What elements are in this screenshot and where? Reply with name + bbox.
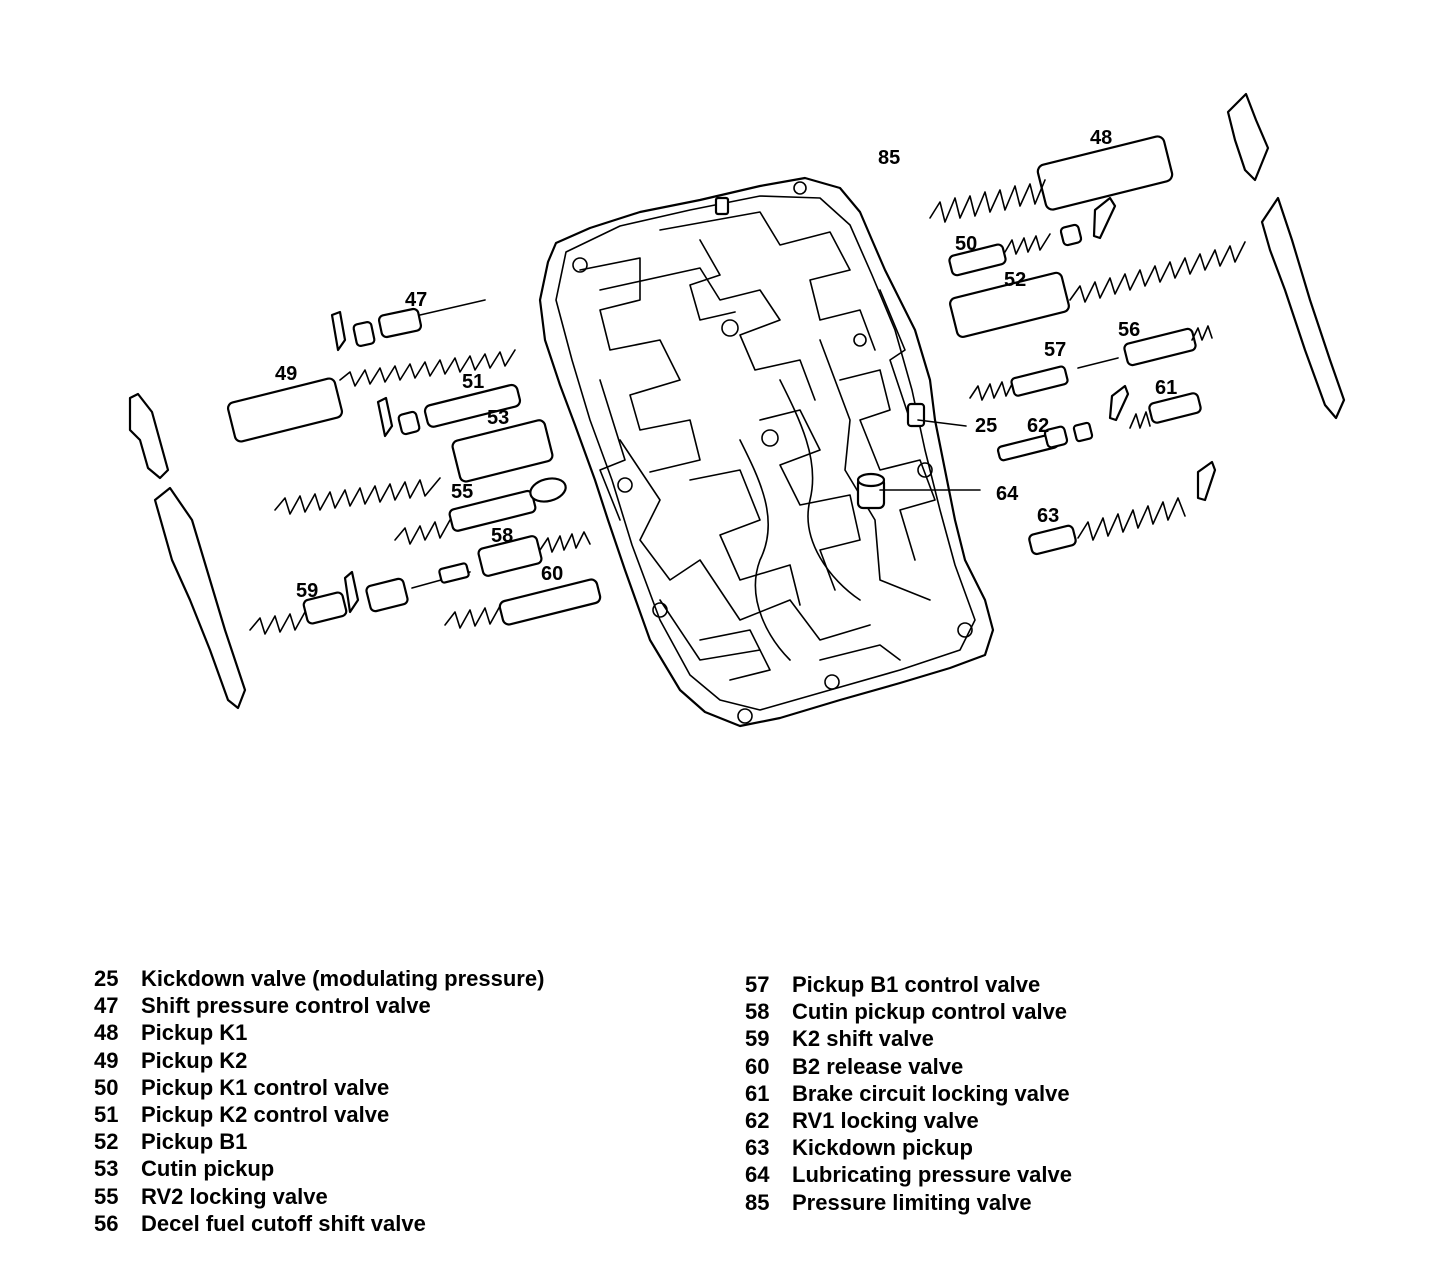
legend-item: 57 Pickup B1 control valve <box>745 971 1072 998</box>
callout-85: 85 <box>878 147 900 169</box>
callout-48: 48 <box>1090 127 1112 149</box>
callout-60: 60 <box>541 563 563 585</box>
legend-item: 51 Pickup K2 control valve <box>94 1101 544 1128</box>
legend-number: 55 <box>94 1183 119 1209</box>
callout-64: 64 <box>996 483 1019 505</box>
legend-text: Lubricating pressure valve <box>792 1162 1072 1188</box>
legend-item: 53 Cutin pickup <box>94 1155 544 1182</box>
legend-text: Pickup B1 control valve <box>792 972 1041 997</box>
legend-number: 53 <box>94 1156 119 1182</box>
legend-number: 63 <box>745 1135 770 1161</box>
legend-item: 56 Decel fuel cutoff shift valve <box>94 1210 544 1237</box>
legend-text: Shift pressure control valve <box>141 993 431 1019</box>
callout-25: 25 <box>975 415 997 437</box>
right-valve-parts <box>929 135 1246 556</box>
legend-number: 25 <box>94 966 119 991</box>
callout-53: 53 <box>487 407 509 429</box>
legend-item: 25 Kickdown valve (modulating pressure) <box>94 965 544 992</box>
valve-body-exploded-diagram: 25 47 48 49 50 51 52 53 55 56 57 58 59 6… <box>128 92 1346 728</box>
valve-body-plate <box>538 176 995 728</box>
legend-number: 57 <box>745 972 770 997</box>
leader-line-25 <box>917 419 967 427</box>
legend-right-column: 57 Pickup B1 control valve 58 Cutin pickup… <box>745 971 1072 1216</box>
callout-57: 57 <box>1044 339 1066 361</box>
legend-text: Pickup K1 <box>141 1020 248 1046</box>
legend-number: 48 <box>94 1020 119 1046</box>
callout-63: 63 <box>1037 505 1059 527</box>
legend-text: Decel fuel cutoff shift valve <box>141 1210 426 1236</box>
legend-text: Cutin pickup control valve <box>792 999 1068 1025</box>
legend-item: 50 Pickup K1 control valve <box>94 1074 544 1101</box>
legend-number: 56 <box>94 1210 119 1236</box>
legend-text: K2 shift valve <box>792 1026 934 1052</box>
legend-text: Pickup K1 control valve <box>141 1074 390 1100</box>
legend-left-column: 25 Kickdown valve (modulating pressure) 4… <box>94 965 544 1237</box>
legend-text: Pickup B1 <box>141 1129 248 1155</box>
callout-62: 62 <box>1027 415 1049 437</box>
legend-text: Cutin pickup <box>141 1156 275 1182</box>
callout-47: 47 <box>405 289 427 311</box>
legend-number: 85 <box>745 1189 770 1215</box>
right-cover-plates <box>1226 92 1346 420</box>
legend-number: 49 <box>94 1047 119 1073</box>
callout-50: 50 <box>955 233 977 255</box>
legend-number: 58 <box>745 999 770 1025</box>
callout-52: 52 <box>1004 269 1026 291</box>
legend-text: Pickup K2 control valve <box>141 1102 390 1128</box>
legend-item: 49 Pickup K2 <box>94 1047 544 1074</box>
legend-item: 63 Kickdown pickup <box>745 1134 1072 1161</box>
left-valve-parts <box>226 299 602 635</box>
legend-number: 50 <box>94 1074 119 1100</box>
legend-text: RV2 locking valve <box>141 1183 328 1209</box>
legend-text: Pickup K2 <box>141 1047 248 1073</box>
legend-number: 60 <box>745 1053 770 1079</box>
callout-labels: 25 47 48 49 50 51 52 53 55 56 57 58 59 6… <box>275 127 1177 602</box>
legend-item: 85 Pressure limiting valve <box>745 1189 1072 1216</box>
legend-number: 52 <box>94 1129 119 1155</box>
legend-text: Kickdown valve (modulating pressure) <box>141 966 545 991</box>
legend-item: 47 Shift pressure control valve <box>94 992 544 1019</box>
legend-text: B2 release valve <box>792 1053 964 1079</box>
callout-58: 58 <box>491 525 513 547</box>
legend-item: 64 Lubricating pressure valve <box>745 1161 1072 1188</box>
legend-number: 61 <box>745 1080 770 1106</box>
callout-56: 56 <box>1118 319 1140 341</box>
callout-61: 61 <box>1155 377 1177 399</box>
callout-51: 51 <box>462 371 484 393</box>
legend-item: 52 Pickup B1 <box>94 1128 544 1155</box>
callout-59: 59 <box>296 580 318 602</box>
legend-item: 58 Cutin pickup control valve <box>745 998 1072 1025</box>
legend-item: 55 RV2 locking valve <box>94 1183 544 1210</box>
legend-text: Brake circuit locking valve <box>792 1080 1070 1106</box>
legend-number: 59 <box>745 1026 770 1052</box>
legend-item: 48 Pickup K1 <box>94 1019 544 1046</box>
callout-49: 49 <box>275 363 297 385</box>
legend-text: Pressure limiting valve <box>792 1189 1032 1215</box>
left-cover-plates <box>128 392 247 710</box>
legend-number: 47 <box>94 993 119 1019</box>
legend-item: 62 RV1 locking valve <box>745 1107 1072 1134</box>
legend-number: 62 <box>745 1108 770 1134</box>
legend-number: 64 <box>745 1162 770 1188</box>
legend-text: Kickdown pickup <box>792 1135 973 1161</box>
callout-55: 55 <box>451 481 473 503</box>
legend-item: 61 Brake circuit locking valve <box>745 1080 1072 1107</box>
legend-item: 59 K2 shift valve <box>745 1025 1072 1052</box>
legend-text: RV1 locking valve <box>792 1108 979 1134</box>
legend-number: 51 <box>94 1102 119 1128</box>
legend-item: 60 B2 release valve <box>745 1053 1072 1080</box>
